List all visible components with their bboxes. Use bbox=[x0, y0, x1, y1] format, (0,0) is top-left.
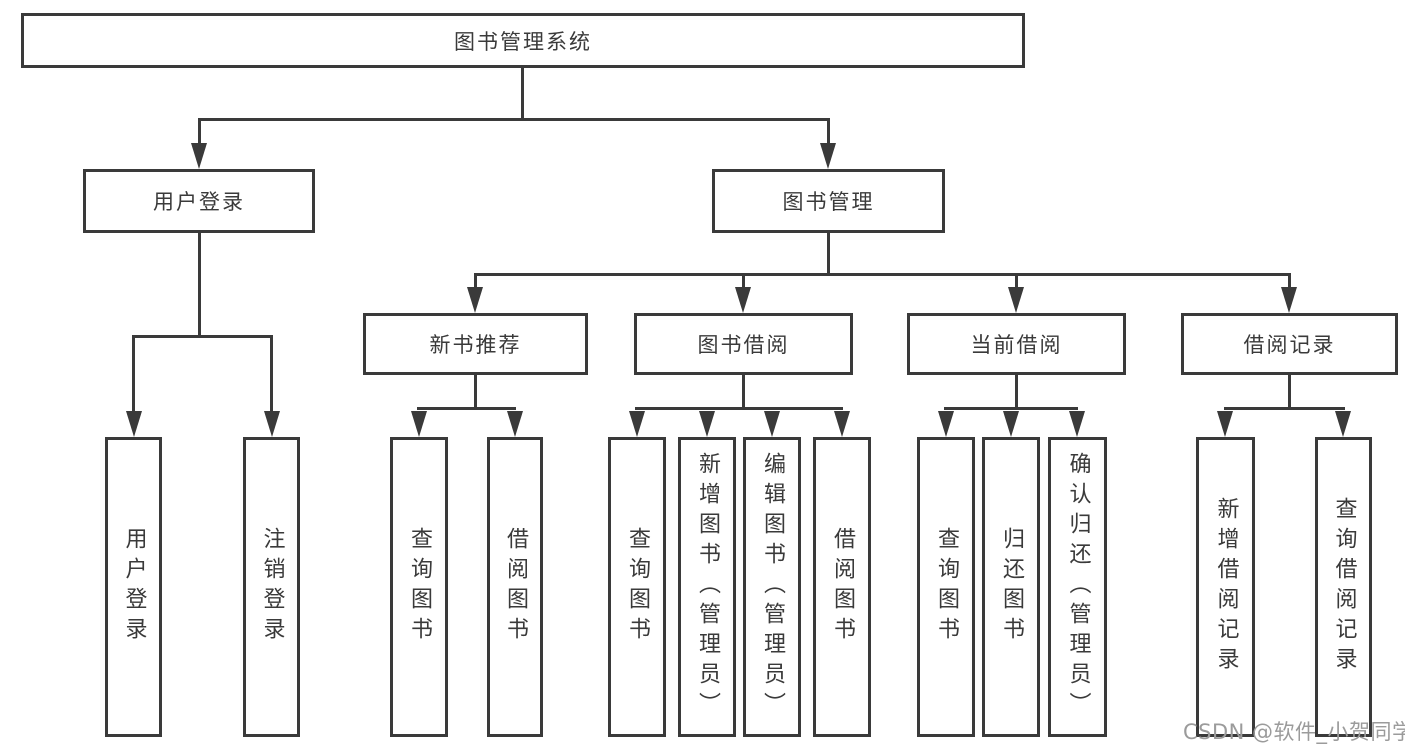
csdn-watermark: CSDN @软件_小贺同学 bbox=[1183, 720, 1405, 744]
connector-line bbox=[742, 273, 745, 289]
arrowhead bbox=[820, 143, 836, 169]
arrowhead bbox=[699, 411, 715, 437]
leaf-label: 归还图书 bbox=[999, 527, 1024, 647]
leaf-label: 新增图书（管理员） bbox=[695, 452, 720, 722]
connector-line bbox=[198, 118, 201, 146]
node-borrowing-records: 借阅记录 bbox=[1181, 313, 1398, 375]
leaf-borrow-books: 借阅图书 bbox=[813, 437, 871, 737]
arrowhead bbox=[264, 411, 280, 437]
node-user-login: 用户登录 bbox=[83, 169, 315, 233]
leaf-borrow-books-recommend: 借阅图书 bbox=[487, 437, 543, 737]
leaf-return-books: 归还图书 bbox=[982, 437, 1040, 737]
leaf-logout: 注销登录 bbox=[243, 437, 300, 737]
connector-line bbox=[132, 335, 135, 413]
arrowhead bbox=[1069, 411, 1085, 437]
leaf-query-books-current: 查询图书 bbox=[917, 437, 975, 737]
node-current-borrowing: 当前借阅 bbox=[907, 313, 1126, 375]
leaf-query-borrow-record: 查询借阅记录 bbox=[1315, 437, 1372, 737]
leaf-label: 注销登录 bbox=[259, 527, 285, 647]
node-label: 当前借阅 bbox=[970, 333, 1063, 357]
node-book-borrowing: 图书借阅 bbox=[634, 313, 853, 375]
arrowhead bbox=[1217, 411, 1233, 437]
connector-line bbox=[742, 375, 745, 410]
connector-line bbox=[198, 118, 830, 121]
connector-line bbox=[132, 335, 273, 338]
connector-line bbox=[635, 407, 843, 410]
leaf-label: 新增借阅记录 bbox=[1213, 497, 1239, 677]
node-label: 图书借阅 bbox=[697, 333, 790, 357]
arrowhead bbox=[507, 411, 523, 437]
leaf-label: 确认归还（管理员） bbox=[1065, 452, 1091, 722]
leaf-label: 查询图书 bbox=[625, 527, 650, 647]
connector-line bbox=[1224, 407, 1345, 410]
connector-line bbox=[1288, 375, 1291, 410]
arrowhead bbox=[764, 411, 780, 437]
node-label: 用户登录 bbox=[153, 190, 245, 214]
leaf-query-books-borrowing: 查询图书 bbox=[608, 437, 666, 737]
connector-line bbox=[827, 118, 830, 146]
leaf-user-login: 用户登录 bbox=[105, 437, 162, 737]
node-label: 新书推荐 bbox=[429, 333, 522, 357]
connector-line bbox=[1288, 273, 1291, 289]
arrowhead bbox=[938, 411, 954, 437]
arrowhead bbox=[411, 411, 427, 437]
leaf-label: 借阅图书 bbox=[830, 527, 855, 647]
connector-line bbox=[270, 335, 273, 413]
arrowhead bbox=[1008, 287, 1024, 313]
leaf-add-borrow-record: 新增借阅记录 bbox=[1196, 437, 1255, 737]
arrowhead bbox=[1281, 287, 1297, 313]
connector-line bbox=[521, 68, 524, 120]
node-label: 图书管理 bbox=[782, 190, 875, 214]
leaf-label: 查询图书 bbox=[407, 527, 432, 647]
arrowhead bbox=[1003, 411, 1019, 437]
node-book-management: 图书管理 bbox=[712, 169, 945, 233]
node-label: 借阅记录 bbox=[1243, 333, 1336, 357]
arrowhead bbox=[834, 411, 850, 437]
node-system-root: 图书管理系统 bbox=[21, 13, 1025, 68]
arrowhead bbox=[735, 287, 751, 313]
arrowhead bbox=[126, 411, 142, 437]
leaf-label: 查询借阅记录 bbox=[1331, 497, 1357, 677]
arrowhead bbox=[467, 287, 483, 313]
connector-line bbox=[474, 273, 1291, 276]
leaf-add-books-admin: 新增图书（管理员） bbox=[678, 437, 736, 737]
connector-line bbox=[1015, 273, 1018, 289]
leaf-query-books-recommend: 查询图书 bbox=[390, 437, 448, 737]
connector-line bbox=[417, 407, 516, 410]
connector-line bbox=[944, 407, 1078, 410]
connector-line bbox=[474, 273, 477, 289]
node-label: 图书管理系统 bbox=[454, 29, 592, 54]
leaf-label: 编辑图书（管理员） bbox=[760, 452, 785, 722]
connector-line bbox=[474, 375, 477, 410]
connector-line bbox=[827, 233, 830, 276]
arrowhead bbox=[191, 143, 207, 169]
leaf-label: 用户登录 bbox=[121, 527, 147, 647]
connector-line bbox=[1015, 375, 1018, 410]
connector-line bbox=[198, 233, 201, 337]
node-new-book-recommend: 新书推荐 bbox=[363, 313, 588, 375]
leaf-label: 借阅图书 bbox=[503, 527, 528, 647]
leaf-label: 查询图书 bbox=[934, 527, 959, 647]
arrowhead bbox=[1335, 411, 1351, 437]
leaf-edit-books-admin: 编辑图书（管理员） bbox=[743, 437, 801, 737]
leaf-confirm-return-admin: 确认归还（管理员） bbox=[1048, 437, 1107, 737]
arrowhead bbox=[629, 411, 645, 437]
